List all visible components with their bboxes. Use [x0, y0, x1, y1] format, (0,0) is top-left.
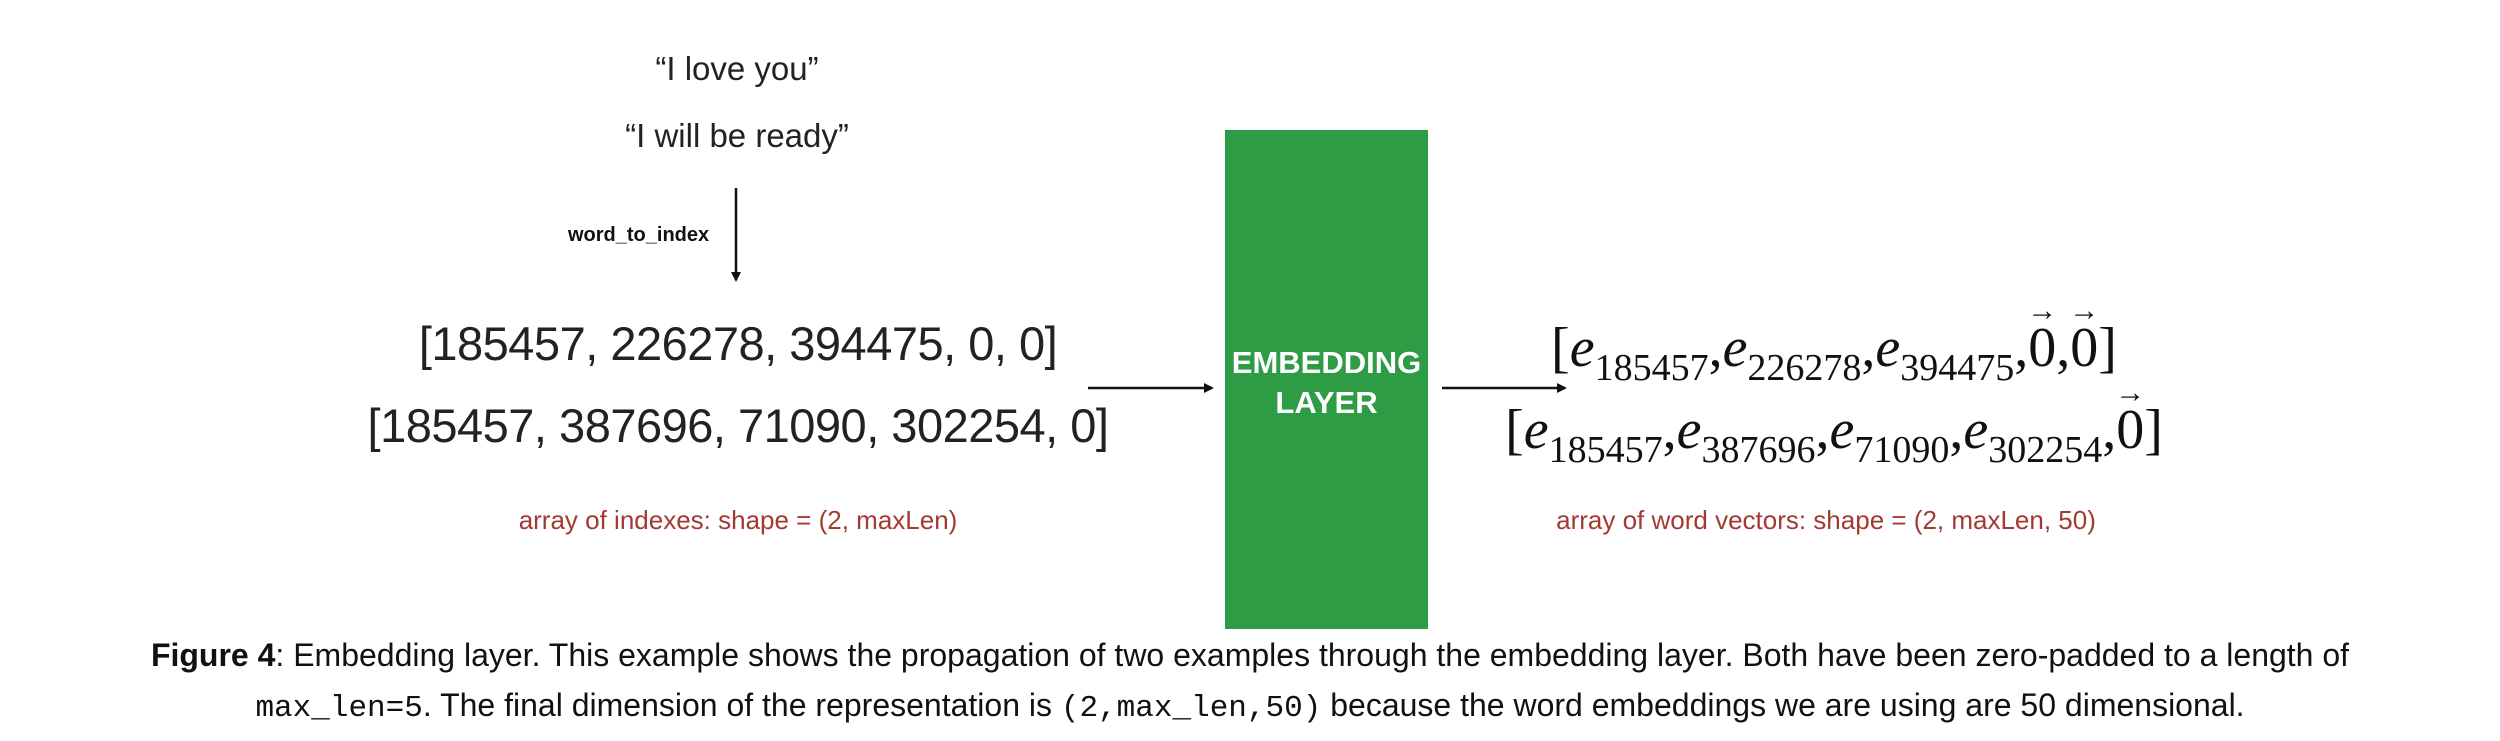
figure-caption: Figure 4: Embedding layer. This example … — [0, 630, 2500, 734]
caption-text-1: : Embedding layer. This example shows th… — [275, 637, 2350, 673]
comma: , — [2102, 399, 2117, 461]
e-symbol: e — [1963, 399, 1989, 461]
embedding-layer-box: EMBEDDING LAYER — [1225, 130, 1428, 629]
close-bracket: ] — [2144, 399, 2163, 461]
embedding-vector-226278: e226278 — [1722, 317, 1862, 387]
embedding-vector-394475: e394475 — [1875, 317, 2014, 387]
comma: , — [2056, 317, 2071, 379]
vector-index: 185457 — [1594, 347, 1709, 389]
embedding-label-line1: EMBEDDING — [1231, 345, 1422, 380]
sentence-2: “I will be ready” — [625, 117, 849, 154]
comma: , — [1708, 317, 1723, 379]
comma: , — [1662, 399, 1677, 461]
caption-text-3: because the word embeddings we are using… — [1321, 687, 2245, 723]
figure-label: Figure 4 — [150, 637, 276, 673]
comma: , — [2014, 317, 2029, 379]
vector-row-2: [e185457,e387696,e71090,e302254,0] — [1505, 398, 2163, 469]
open-bracket: [ — [1505, 399, 1524, 461]
embedding-vector-387696: e387696 — [1676, 399, 1816, 469]
vector-index: 185457 — [1548, 429, 1663, 471]
index-shape-caption: array of indexes: shape = (2, maxLen) — [518, 505, 958, 535]
embedding-vector-302254: e302254 — [1963, 399, 2102, 469]
vector-index: 71090 — [1854, 429, 1950, 471]
zero-vector: 0 — [2028, 316, 2056, 380]
comma: , — [1949, 399, 1964, 461]
caption-code-1: max_len=5 — [255, 691, 423, 726]
e-symbol: e — [1875, 317, 1901, 379]
vector-index: 387696 — [1701, 429, 1816, 471]
e-symbol: e — [1829, 399, 1855, 461]
embedding-vector-185457: e185457 — [1523, 399, 1663, 469]
word-to-index-label: word_to_index — [568, 224, 710, 246]
embedding-vector-71090: e71090 — [1829, 399, 1950, 469]
e-symbol: e — [1676, 399, 1702, 461]
index-array-2: [185457, 387696, 71090, 302254, 0] — [367, 399, 1109, 452]
caption-code-2: (2,max_len,50) — [1060, 691, 1322, 726]
vector-index: 226278 — [1747, 347, 1862, 389]
vector-index: 394475 — [1900, 347, 2015, 389]
caption-text-2: . The final dimension of the representat… — [422, 687, 1061, 723]
embedding-layer-label: EMBEDDING LAYER — [1225, 343, 1428, 423]
comma: , — [1861, 317, 1876, 379]
e-symbol: e — [1523, 399, 1549, 461]
comma: , — [1815, 399, 1830, 461]
embedding-label-line2: LAYER — [1275, 385, 1378, 420]
index-array-1: [185457, 226278, 394475, 0, 0] — [418, 317, 1058, 370]
vector-shape-caption: array of word vectors: shape = (2, maxLe… — [1556, 505, 2096, 535]
vector-index: 302254 — [1988, 429, 2103, 471]
open-bracket: [ — [1551, 317, 1570, 379]
e-symbol: e — [1722, 317, 1748, 379]
zero-vector: 0 — [2070, 316, 2098, 380]
sentence-1: “I love you” — [655, 50, 819, 87]
close-bracket: ] — [2098, 317, 2117, 379]
e-symbol: e — [1569, 317, 1595, 379]
zero-vector: 0 — [2116, 398, 2144, 462]
embedding-vector-185457: e185457 — [1569, 317, 1709, 387]
vector-row-1: [e185457,e226278,e394475,0,0] — [1551, 316, 2117, 387]
